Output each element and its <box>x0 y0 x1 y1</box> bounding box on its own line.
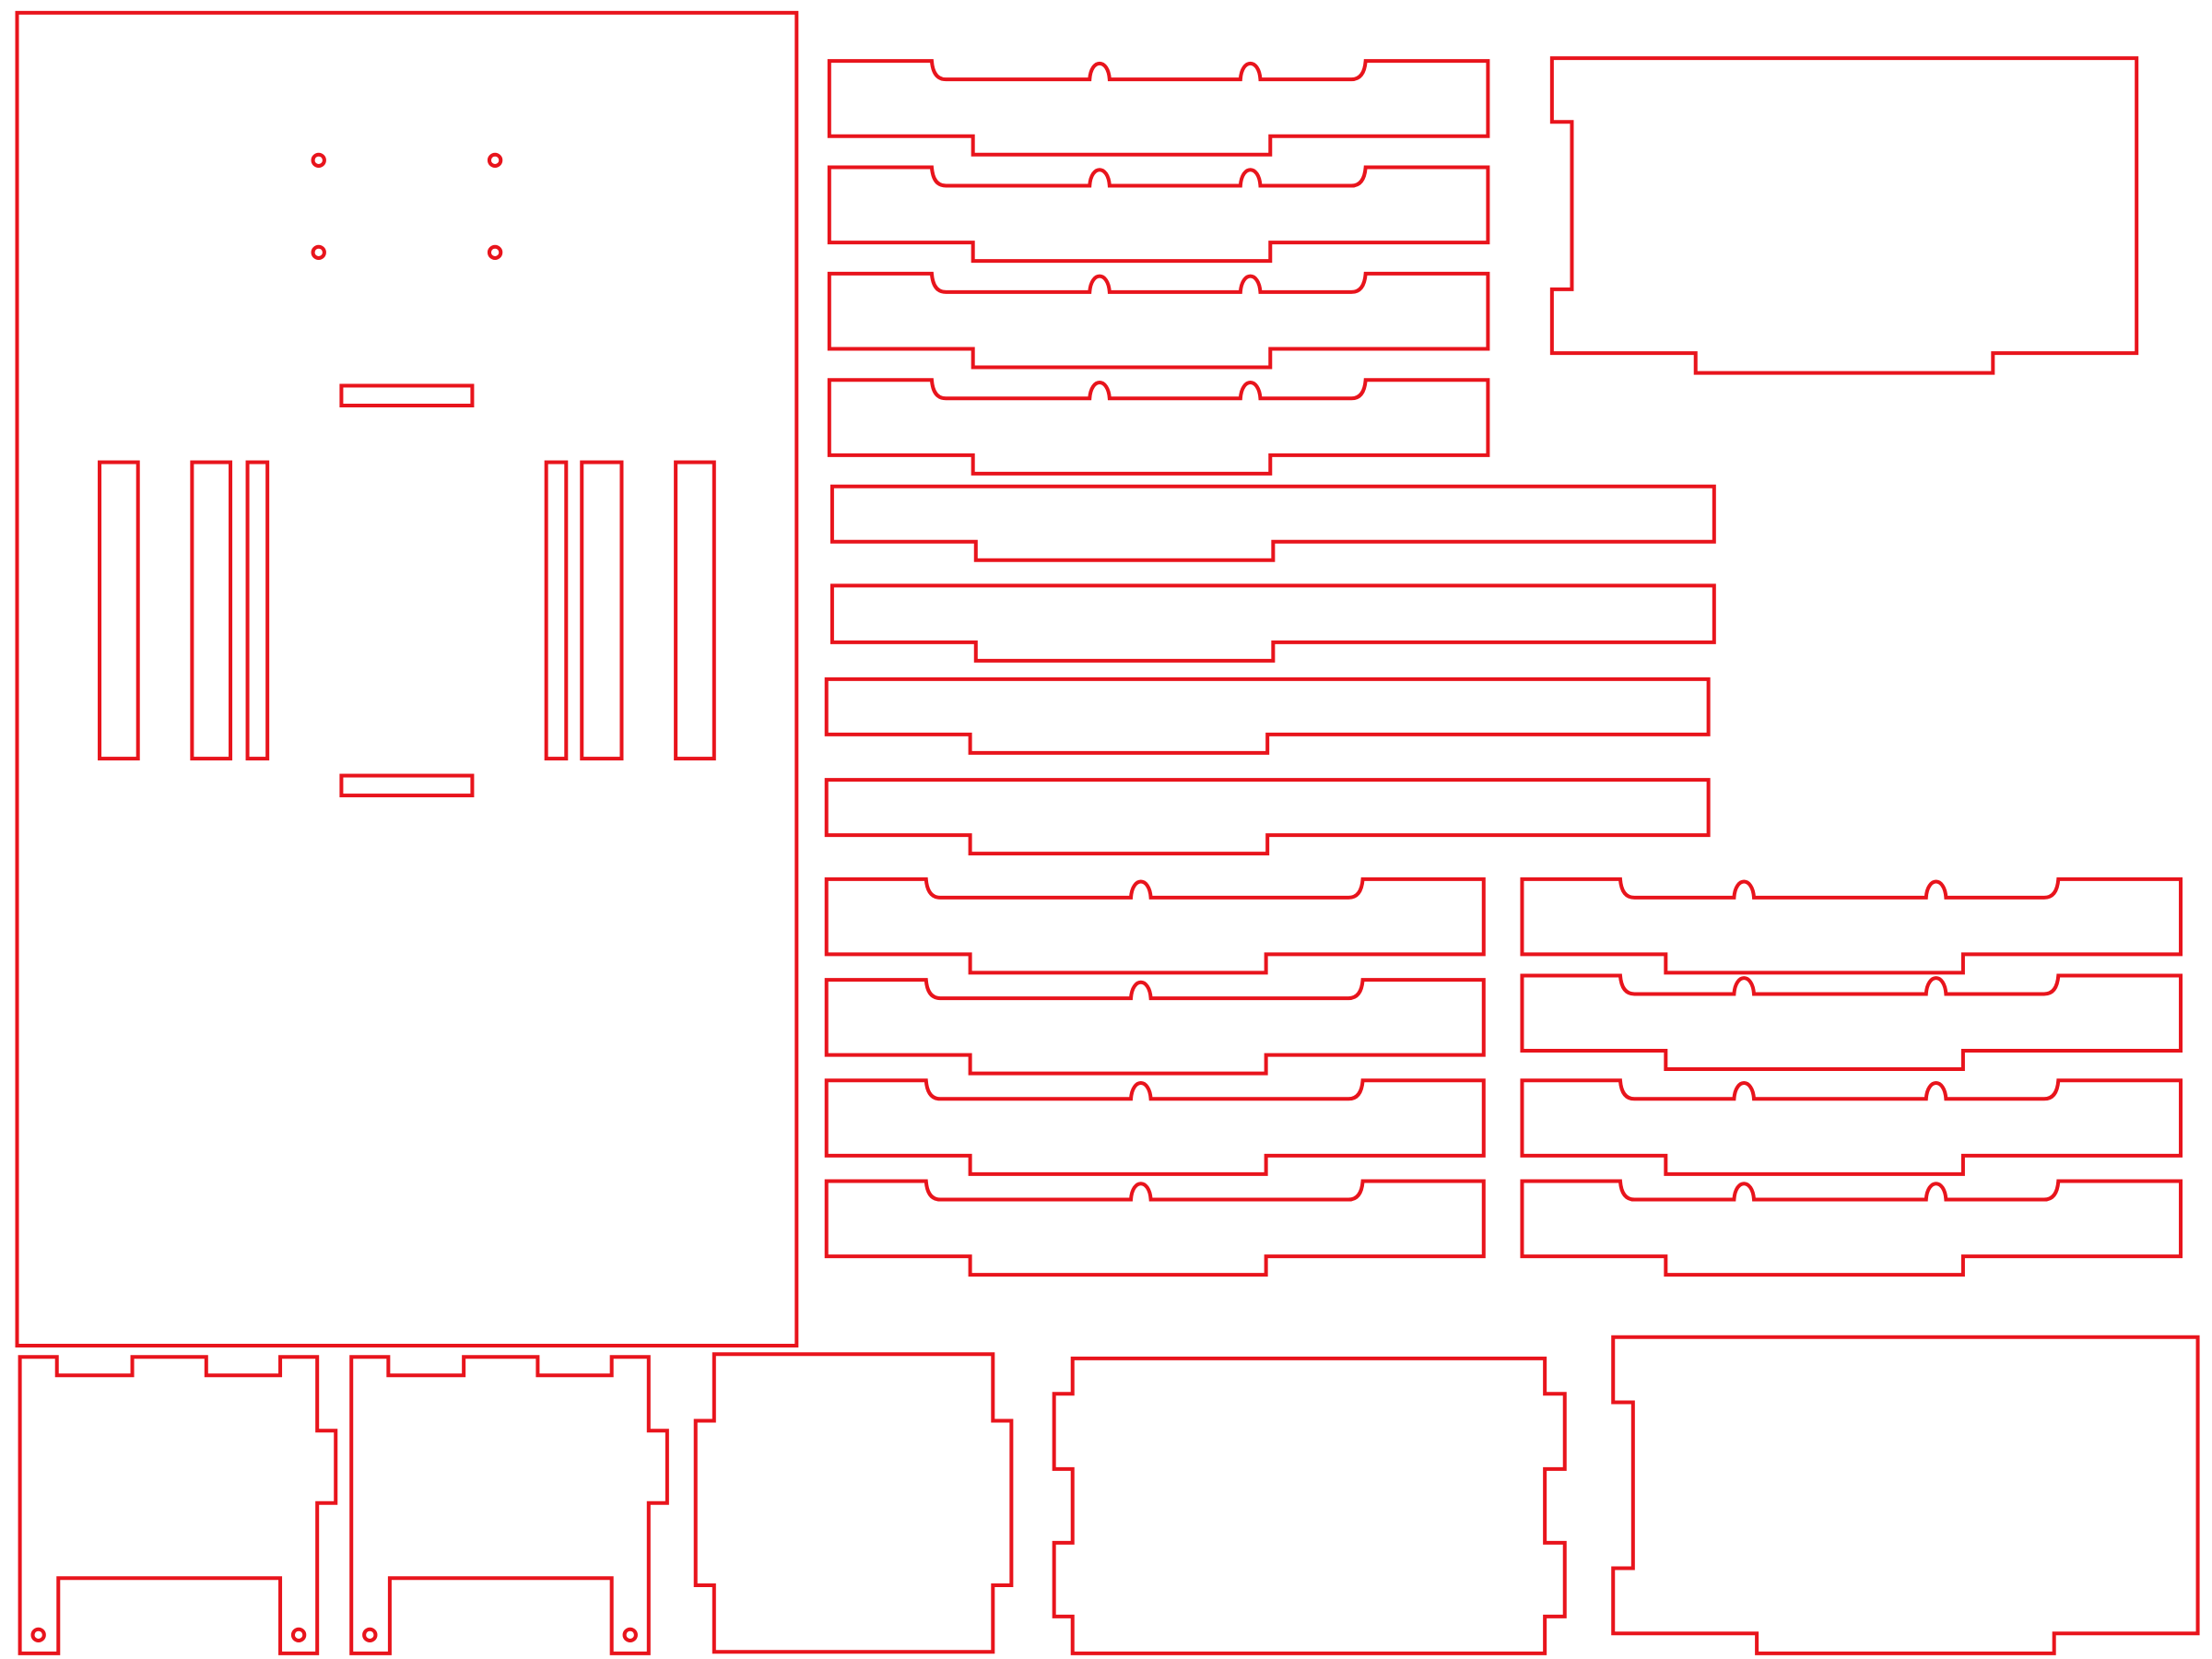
end-panel <box>693 1352 1014 1654</box>
rib-one-notch <box>824 1179 1486 1277</box>
mount-hole <box>622 1627 638 1643</box>
rib-two-notch <box>1520 1078 2183 1176</box>
base-plate <box>15 10 799 1347</box>
rib-two-notch <box>827 271 1490 370</box>
mount-hole <box>487 244 503 260</box>
side-panel <box>1611 1335 2200 1655</box>
rib-two-notch <box>1520 877 2183 975</box>
front-panel <box>1052 1356 1567 1655</box>
rib-two-notch <box>1520 973 2183 1071</box>
rib-two-notch <box>827 378 1490 476</box>
mount-hole <box>362 1627 378 1643</box>
long-bar <box>824 778 1711 856</box>
mount-hole <box>487 152 503 169</box>
rib-one-notch <box>824 877 1486 975</box>
slot-vertical <box>580 460 624 761</box>
rib-two-notch <box>827 165 1490 264</box>
slot-horizontal <box>339 773 475 798</box>
mount-hole <box>311 152 326 169</box>
slot-vertical <box>190 460 233 761</box>
cut-sheet <box>15 10 2200 1655</box>
slot-vertical <box>245 460 270 761</box>
long-bar <box>830 484 1716 562</box>
long-bar <box>830 583 1716 663</box>
end-bracket <box>349 1355 669 1655</box>
long-bar <box>824 677 1711 755</box>
mount-hole <box>30 1627 46 1643</box>
end-bracket <box>18 1355 338 1655</box>
slot-horizontal <box>339 383 475 407</box>
rib-two-notch <box>1520 1179 2183 1277</box>
slot-vertical <box>674 460 716 761</box>
slot-vertical <box>544 460 569 761</box>
side-panel <box>1549 56 2139 375</box>
mount-hole <box>311 244 326 260</box>
mount-hole <box>290 1627 307 1643</box>
rib-two-notch <box>827 59 1490 157</box>
rib-one-notch <box>824 978 1486 1076</box>
slot-vertical <box>98 460 140 761</box>
rib-one-notch <box>824 1078 1486 1176</box>
